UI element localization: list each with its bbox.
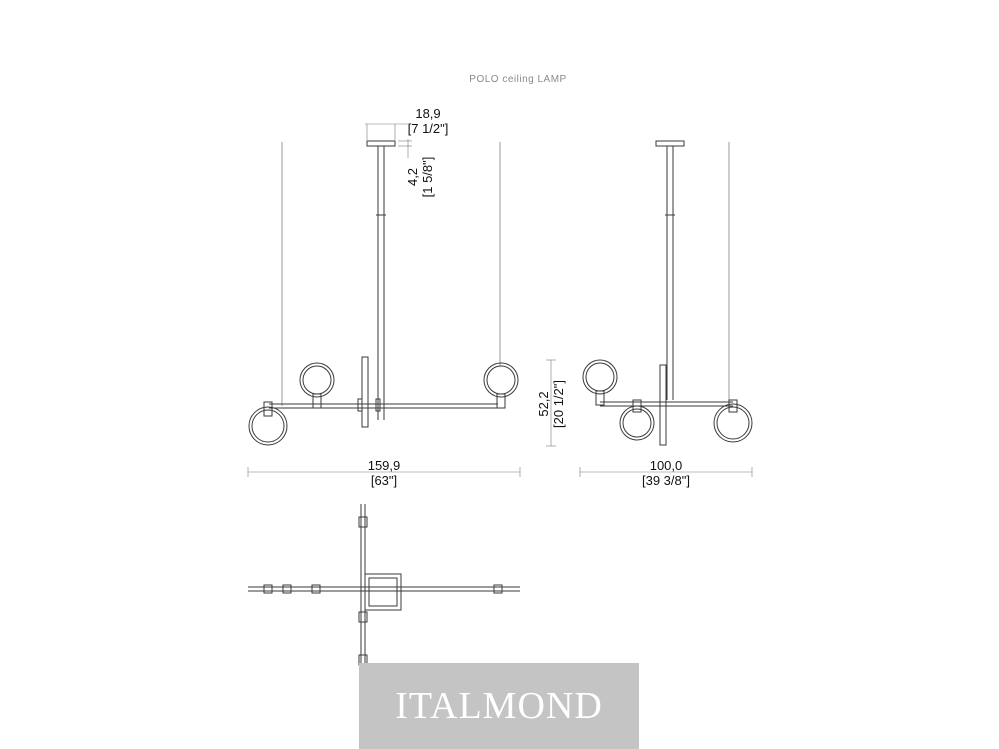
- side-ring-middle: [619, 405, 655, 441]
- side-ring-upper: [582, 359, 618, 395]
- front-view: [248, 140, 519, 446]
- dimension-side-width: 100,0 [39 3/8"]: [579, 458, 753, 488]
- canopy-height-imperial: [1 5/8"]: [420, 157, 435, 198]
- side-view: [582, 140, 753, 446]
- total-length-imperial: [63"]: [371, 473, 397, 488]
- side-canopy: [655, 140, 685, 147]
- front-ring-lower-left: [248, 406, 288, 446]
- dimension-canopy-width: 18,9 [7 1/2"]: [365, 106, 448, 140]
- side-center-plate: [659, 364, 667, 446]
- lamp-height-imperial: [20 1/2"]: [551, 380, 566, 428]
- dimension-canopy-height: 4,2 [1 5/8"]: [398, 139, 435, 197]
- side-ring-right: [713, 403, 753, 443]
- canopy-width-metric: 18,9: [415, 106, 440, 121]
- canopy-height-metric: 4,2: [405, 168, 420, 186]
- dimension-lamp-height: 52,2 [20 1/2"]: [536, 359, 566, 447]
- dimension-total-length: 159,9 [63"]: [247, 458, 521, 488]
- top-canopy-outer: [364, 573, 402, 611]
- italmond-watermark: ITALMOND: [359, 663, 639, 749]
- watermark-text: ITALMOND: [395, 685, 603, 727]
- top-view: [248, 504, 520, 670]
- front-canopy: [366, 140, 396, 147]
- side-width-metric: 100,0: [650, 458, 683, 473]
- canopy-width-imperial: [7 1/2"]: [408, 121, 449, 136]
- side-width-imperial: [39 3/8"]: [642, 473, 690, 488]
- front-ring-upper-right: [483, 362, 519, 398]
- top-canopy-inner: [368, 577, 398, 607]
- front-center-plate: [361, 356, 369, 428]
- total-length-metric: 159,9: [368, 458, 401, 473]
- front-ring-upper-left: [299, 362, 335, 398]
- lamp-height-metric: 52,2: [536, 391, 551, 416]
- drawing-title: POLO ceiling LAMP: [469, 74, 566, 85]
